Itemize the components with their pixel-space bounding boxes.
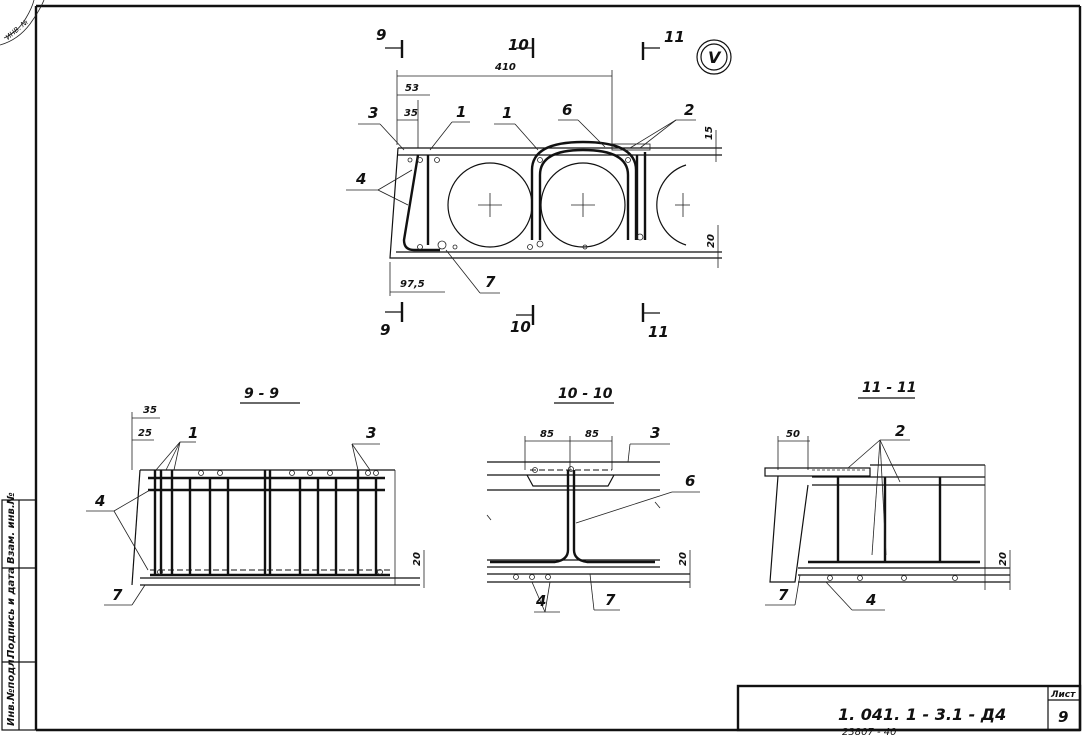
plan-label-6: 6 xyxy=(562,101,572,119)
section-marker-11-top: 11 xyxy=(641,28,685,60)
s10-label-7: 7 xyxy=(605,591,616,609)
plan-label-1a: 1 xyxy=(456,103,466,121)
section-11-11: 11 - 11 50 20 2 7 4 xyxy=(764,380,1011,611)
surface-symbol: V xyxy=(696,39,732,75)
svg-text:9: 9 xyxy=(380,321,390,339)
section-title-10-10: 10 - 10 xyxy=(558,386,613,402)
stamp-inv: Инв.№подл. xyxy=(6,656,17,726)
svg-text:11: 11 xyxy=(664,28,685,46)
svg-text:V: V xyxy=(708,48,722,67)
plan-label-7: 7 xyxy=(485,273,496,291)
dim-10-85a: 85 xyxy=(540,429,554,440)
s10-label-3: 3 xyxy=(650,424,660,442)
dim-9-25: 25 xyxy=(138,428,152,439)
drawing-code: 1. 041. 1 - 3.1 - Д4 xyxy=(838,705,1006,724)
svg-text:9: 9 xyxy=(376,26,386,44)
s11-label-2: 2 xyxy=(895,422,905,440)
plan-label-1b: 1 xyxy=(502,104,512,122)
sheet-label: Лист xyxy=(1050,690,1076,700)
svg-text:ИНВ. №: ИНВ. № xyxy=(4,18,30,42)
section-marker-11-bottom: 11 xyxy=(641,303,669,341)
dim-10-20: 20 xyxy=(678,552,689,566)
svg-text:10: 10 xyxy=(508,36,529,54)
dim-97-5: 97,5 xyxy=(400,279,425,290)
dim-9-35: 35 xyxy=(143,405,157,416)
s10-label-4: 4 xyxy=(535,592,546,610)
plan-view: 9 10 11 V 410 53 35 xyxy=(346,26,732,341)
section-marker-10-bottom: 10 xyxy=(510,305,535,336)
dim-53: 53 xyxy=(405,83,419,94)
section-title-11-11: 11 - 11 xyxy=(862,380,917,396)
dim-15: 15 xyxy=(704,126,715,140)
dim-410: 410 xyxy=(494,62,516,73)
s11-label-4: 4 xyxy=(865,591,876,609)
section-10-10: 10 - 10 85 85 20 3 6 4 7 xyxy=(486,386,700,613)
s9-label-7: 7 xyxy=(112,586,123,604)
s9-label-3: 3 xyxy=(366,424,376,442)
svg-text:10: 10 xyxy=(510,318,531,336)
dim-11-20: 20 xyxy=(998,552,1009,566)
s11-label-7: 7 xyxy=(778,586,789,604)
plan-label-4: 4 xyxy=(355,170,366,188)
archive-number: 23807 - 40 xyxy=(842,727,897,735)
title-block: 1. 041. 1 - 3.1 - Д4 Лист 9 23807 - 40 xyxy=(736,684,1082,735)
dim-10-85b: 85 xyxy=(585,429,599,440)
sheet-frame xyxy=(34,4,1082,732)
sheet-number: 9 xyxy=(1058,708,1068,726)
svg-text:11: 11 xyxy=(648,323,669,341)
stamp-podpis: Подпись и дата xyxy=(6,567,17,658)
dim-11-50: 50 xyxy=(786,429,800,440)
section-marker-10-top: 10 xyxy=(508,36,535,58)
section-marker-9-top: 9 xyxy=(376,26,404,58)
s9-label-1: 1 xyxy=(188,424,198,442)
dim-20-plan: 20 xyxy=(706,234,717,248)
s10-label-6: 6 xyxy=(685,472,695,490)
dim-35: 35 xyxy=(404,108,418,119)
s9-label-4: 4 xyxy=(94,492,105,510)
dim-9-20: 20 xyxy=(412,552,423,566)
section-title-9-9: 9 - 9 xyxy=(244,386,279,402)
section-9-9: 9 - 9 35 25 20 xyxy=(86,386,425,606)
plan-label-2: 2 xyxy=(684,101,694,119)
section-marker-9-bottom: 9 xyxy=(380,302,404,339)
left-stamp: Взам. инв.№ Подпись и дата Инв.№подл. xyxy=(1,492,37,731)
plan-label-3: 3 xyxy=(368,104,378,122)
stamp-vzam: Взам. инв.№ xyxy=(6,492,17,564)
